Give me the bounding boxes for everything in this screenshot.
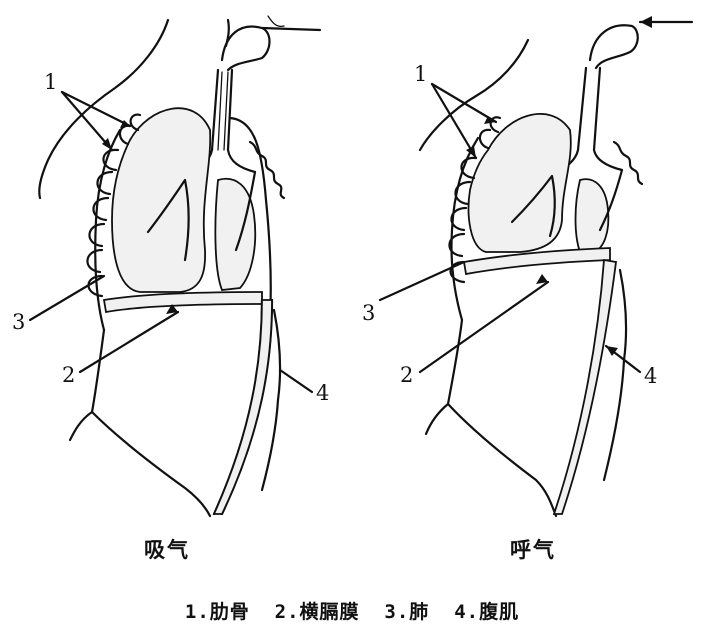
diaphragm-left-panel <box>104 292 262 312</box>
label-abdominal-muscle-exhale: 4 <box>644 366 657 387</box>
abdominal-muscle-right-panel <box>554 260 616 514</box>
abdomen-front-right <box>448 320 556 516</box>
belly-lower-right <box>426 404 448 434</box>
pointer-4 <box>280 370 312 392</box>
label-rib-inhale: 1 <box>44 72 57 93</box>
inhalation-panel <box>30 16 320 516</box>
legend: 1.肋骨 2.横膈膜 3.肺 4.腹肌 <box>0 597 704 624</box>
pointer-2-right <box>420 282 548 372</box>
trachea-top-right <box>590 25 638 68</box>
pointer-1a <box>62 92 112 150</box>
lung-left-panel <box>112 108 210 292</box>
label-diaphragm-exhale: 2 <box>400 365 413 386</box>
lung-right-lobe-exhale <box>576 179 609 252</box>
spine-left <box>250 142 284 198</box>
trachea-inner <box>218 72 228 150</box>
lung-right-lobe-panel <box>215 179 255 290</box>
caption-exhalation: 呼气 <box>510 540 556 561</box>
belly-lower <box>70 412 92 440</box>
label-lung-exhale: 3 <box>362 303 375 324</box>
caption-inhalation: 吸气 <box>144 540 190 561</box>
label-abdominal-muscle-inhale: 4 <box>316 383 329 404</box>
pointer-2 <box>80 312 178 372</box>
label-lung-inhale: 3 <box>12 312 25 333</box>
label-rib-exhale: 1 <box>414 64 427 85</box>
label-diaphragm-inhale: 2 <box>62 365 75 386</box>
pointer-1b <box>62 92 130 126</box>
exhalation-panel <box>380 16 692 516</box>
pointer-3 <box>30 276 104 320</box>
airflow-curl <box>268 16 284 26</box>
lung-right-panel <box>469 114 571 252</box>
airflow-arrow <box>640 16 652 28</box>
airflow-line-in <box>262 28 320 30</box>
abdomen-front <box>92 330 210 516</box>
spine-right <box>614 142 642 184</box>
pointer-1a-right <box>432 84 476 158</box>
pointer-3-right <box>380 262 464 300</box>
